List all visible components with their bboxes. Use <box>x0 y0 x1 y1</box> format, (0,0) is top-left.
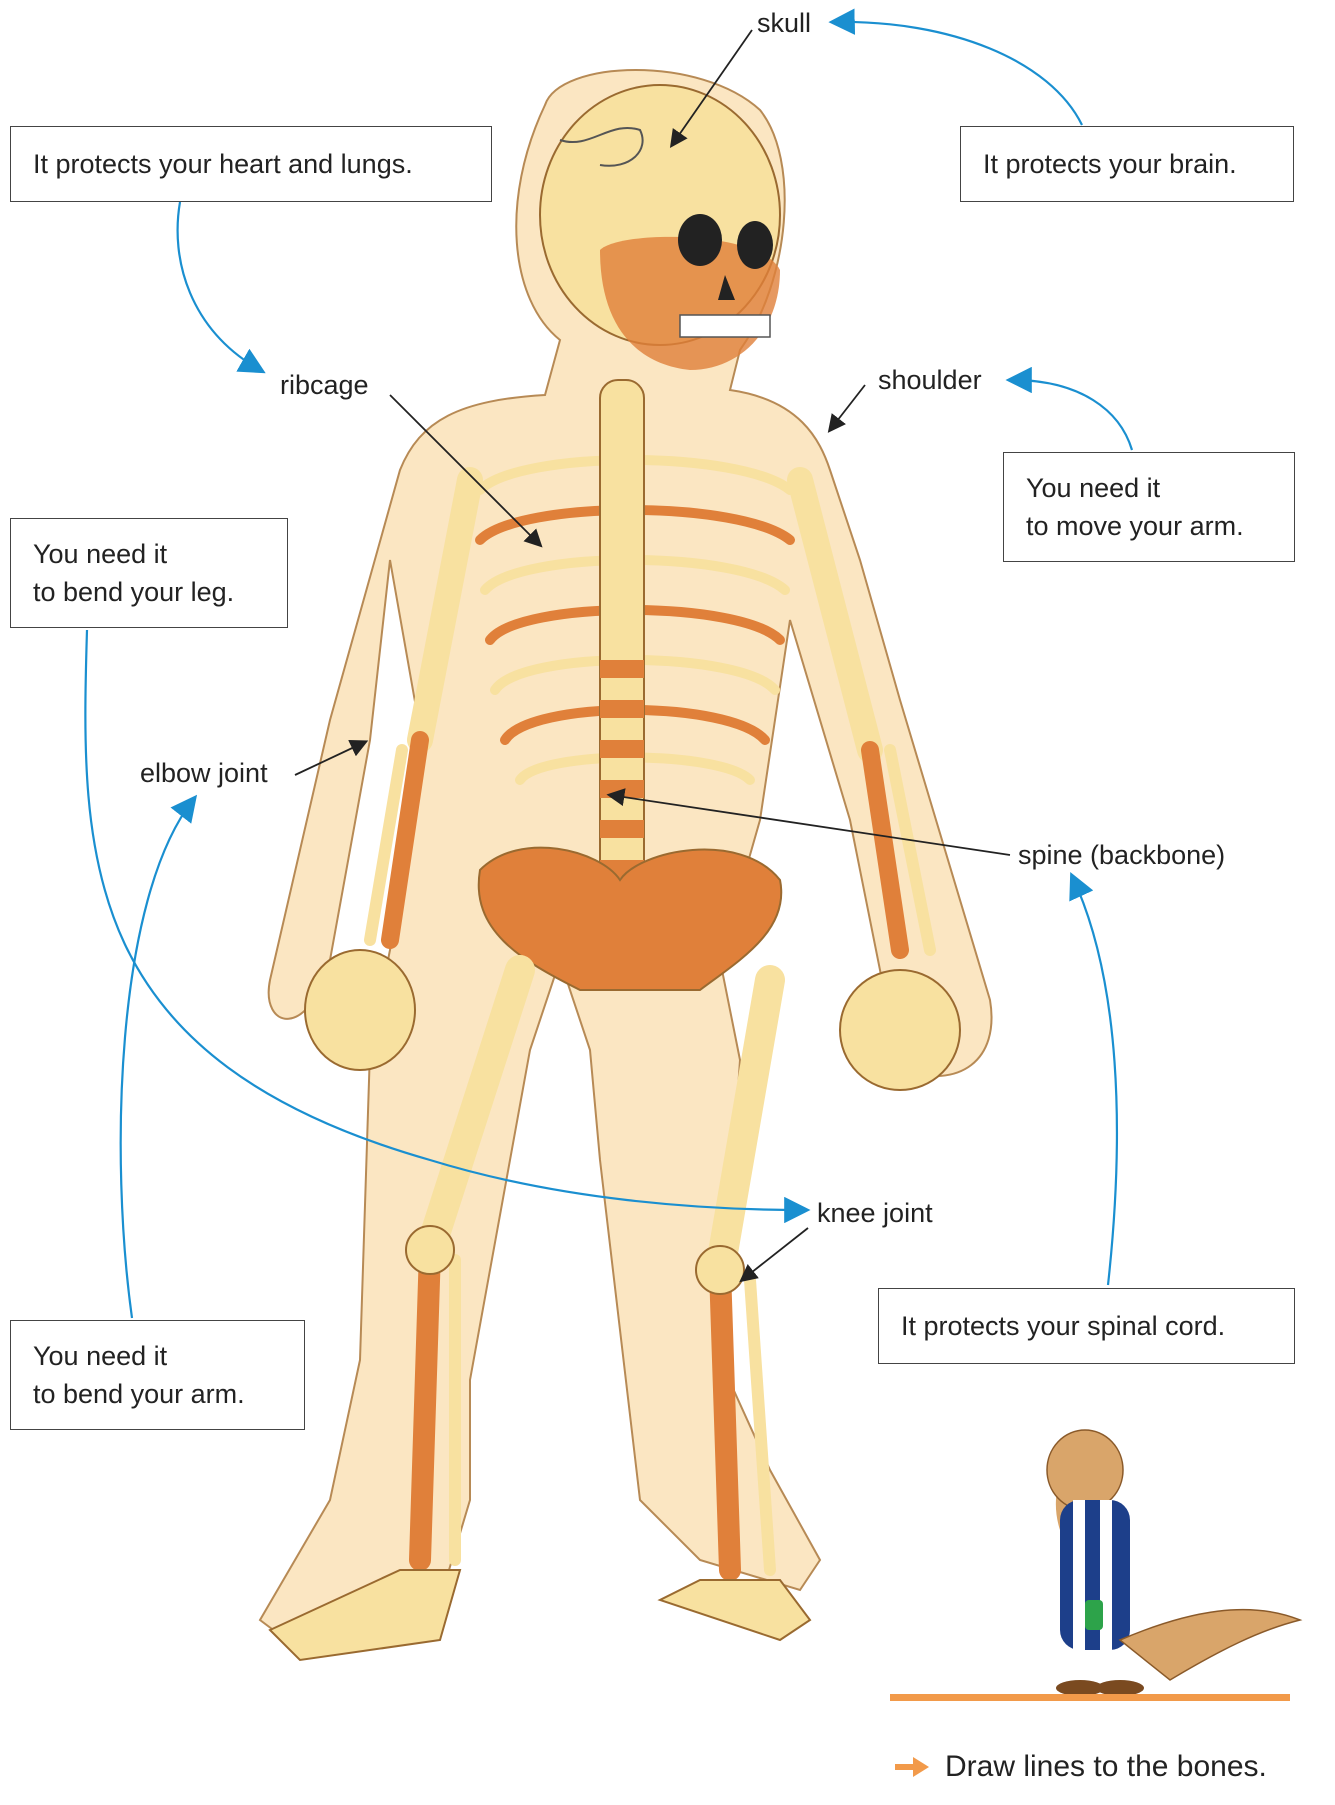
ground-line <box>890 1694 1290 1701</box>
label-ribcage: ribcage <box>280 370 369 400</box>
label-spine: spine (backbone) <box>1018 840 1225 870</box>
box-bend-leg-line-2: to bend your leg. <box>33 573 265 611</box>
instruction: Draw lines to the bones. <box>895 1750 1267 1784</box>
box-heart-lungs: It protects your heart and lungs. <box>10 126 492 202</box>
box-bend-leg: You need it to bend your leg. <box>10 518 288 628</box>
instruction-text: Draw lines to the bones. <box>945 1750 1267 1784</box>
otter-mascot <box>1047 1430 1300 1696</box>
box-bend-arm-line-1: You need it <box>33 1337 282 1375</box>
box-brain-line-1: It protects your brain. <box>983 145 1271 183</box>
spine-drawing <box>600 380 644 900</box>
label-elbow-joint: elbow joint <box>140 758 268 788</box>
label-knee-joint: knee joint <box>817 1198 933 1228</box>
arrow-right-icon <box>895 1757 929 1777</box>
label-skull: skull <box>757 8 811 38</box>
right-foot <box>660 1580 810 1640</box>
left-hand <box>305 950 415 1070</box>
box-brain: It protects your brain. <box>960 126 1294 202</box>
label-shoulder: shoulder <box>878 365 982 395</box>
box-bend-leg-line-1: You need it <box>33 535 265 573</box>
box-heart-lungs-line-1: It protects your heart and lungs. <box>33 145 469 183</box>
box-move-arm-line-1: You need it <box>1026 469 1272 507</box>
box-move-arm: You need it to move your arm. <box>1003 452 1295 562</box>
box-spinal-cord: It protects your spinal cord. <box>878 1288 1295 1364</box>
box-bend-arm-line-2: to bend your arm. <box>33 1375 282 1413</box>
box-bend-arm: You need it to bend your arm. <box>10 1320 305 1430</box>
right-hand <box>840 970 960 1090</box>
box-spinal-cord-line-1: It protects your spinal cord. <box>901 1307 1272 1345</box>
box-move-arm-line-2: to move your arm. <box>1026 507 1272 545</box>
